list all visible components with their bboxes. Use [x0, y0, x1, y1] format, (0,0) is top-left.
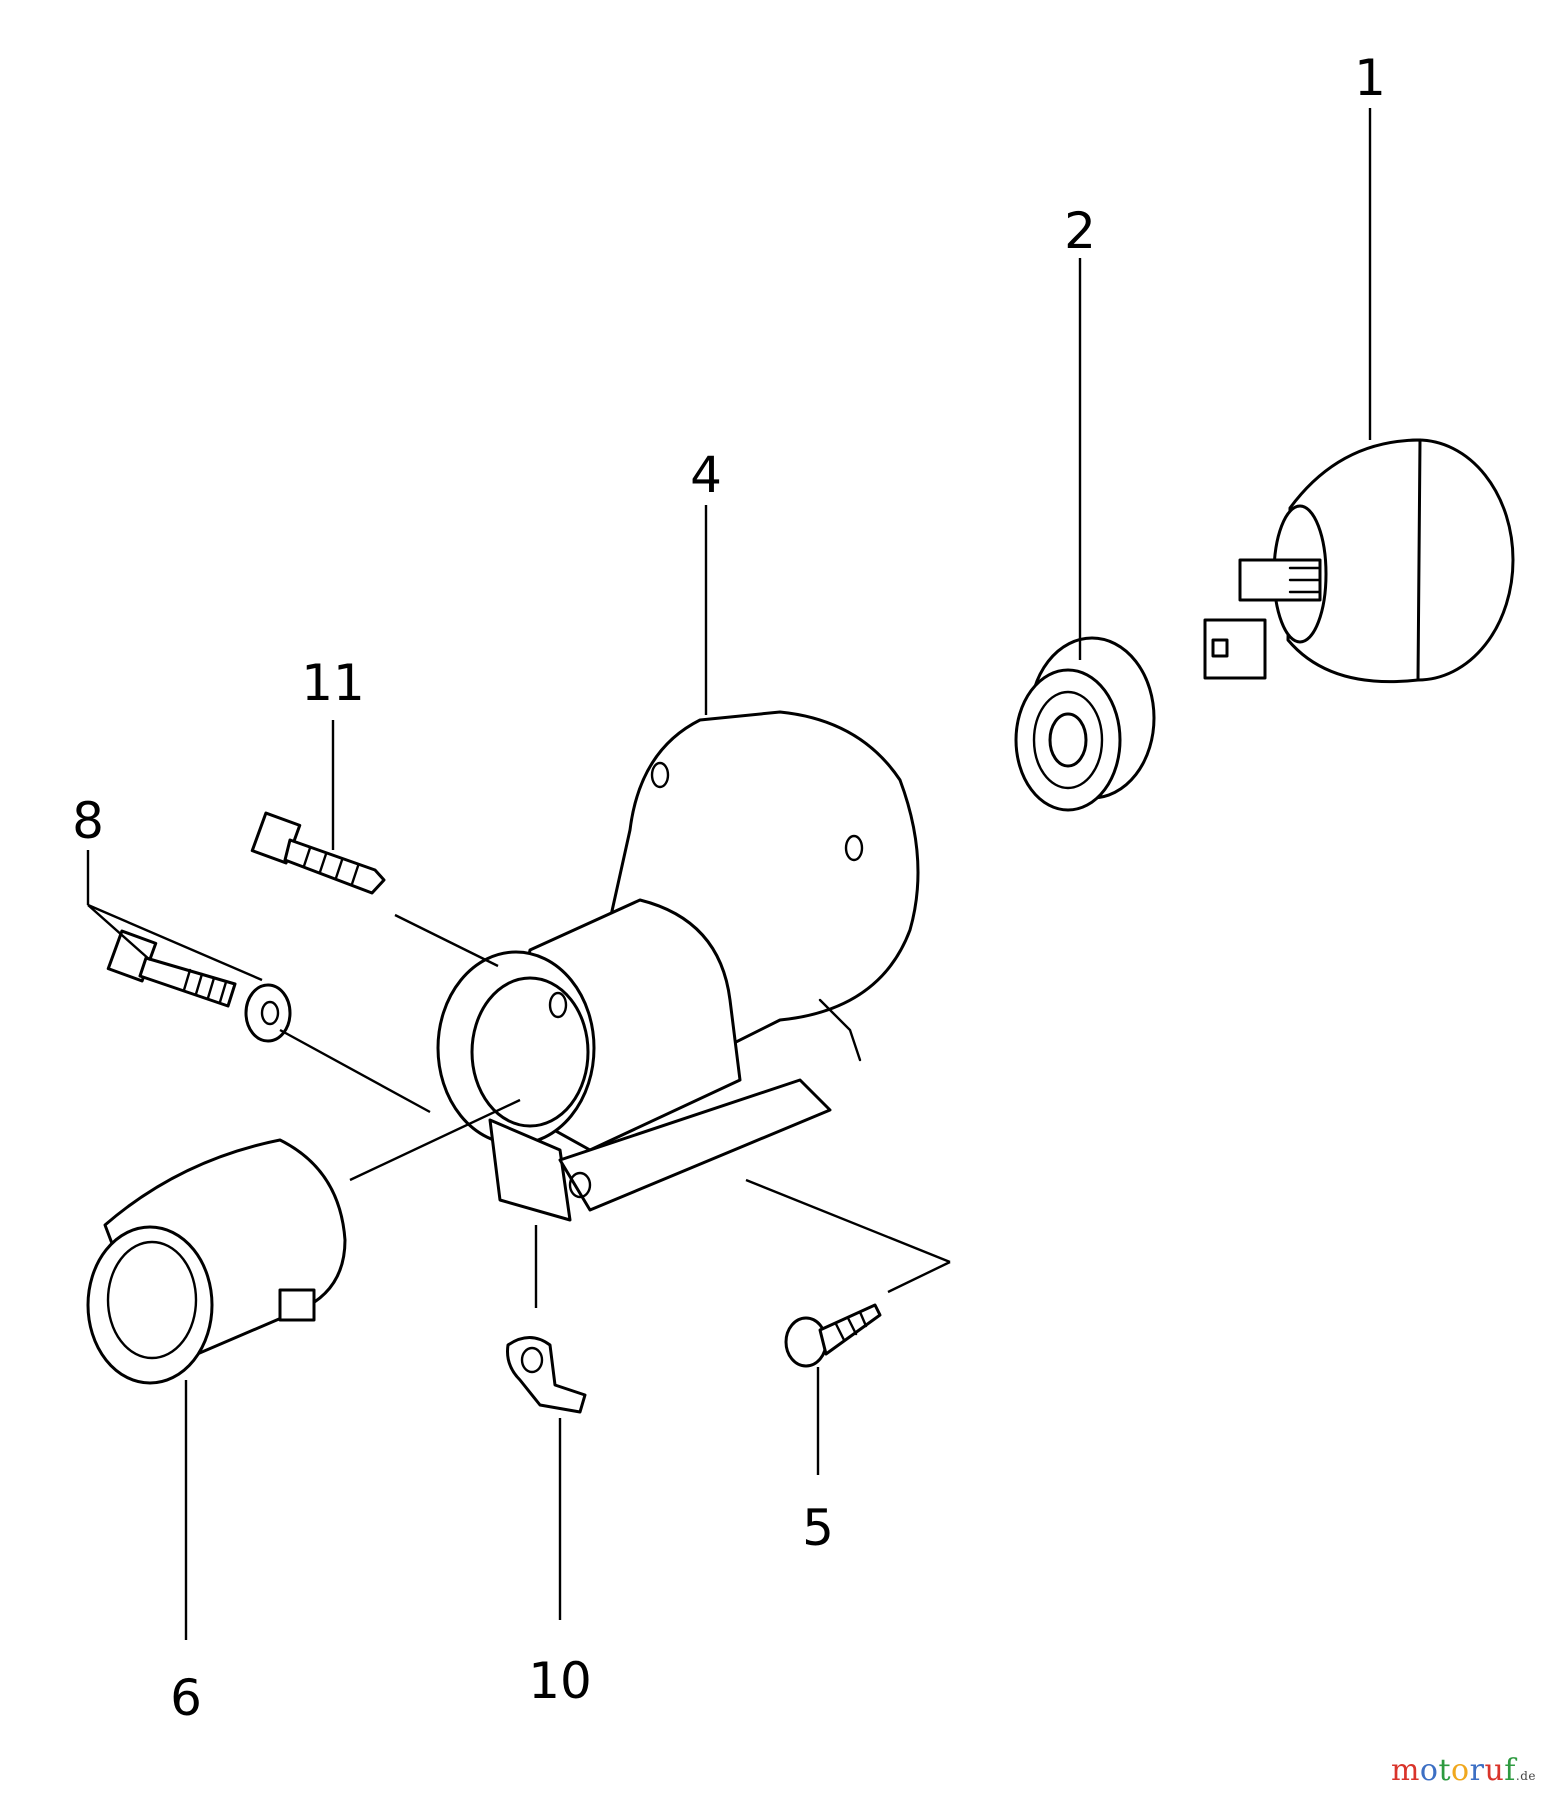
watermark-letter: f	[1504, 1753, 1516, 1788]
part-4-housing	[436, 710, 920, 1222]
watermark-letter: m	[1390, 1753, 1420, 1788]
part-10-bracket	[506, 1336, 587, 1414]
watermark-brand: motoruf	[1391, 1753, 1516, 1788]
callout-10: 10	[528, 1652, 592, 1710]
watermark-letter: o	[1419, 1753, 1439, 1788]
part-8-bolt-washer	[106, 929, 292, 1043]
watermark-logo: motoruf.de	[1391, 1753, 1536, 1788]
watermark-domain: .de	[1515, 1769, 1536, 1783]
callout-labels: 1 2 4 5 6 8 10 11	[72, 49, 1386, 1727]
part-1-clutch-drum	[1203, 438, 1515, 684]
callout-2: 2	[1064, 202, 1096, 260]
watermark-letter: o	[1451, 1753, 1470, 1788]
callout-5: 5	[802, 1499, 834, 1557]
callout-1: 1	[1354, 49, 1386, 107]
part-5-screw	[784, 1303, 882, 1368]
watermark-letter: t	[1438, 1753, 1452, 1788]
part-11-screw	[250, 811, 386, 895]
callout-4: 4	[690, 446, 722, 504]
callout-6: 6	[170, 1669, 202, 1727]
watermark-letter: r	[1469, 1753, 1485, 1788]
part-6-sleeve	[86, 1138, 347, 1385]
part-2-bearing	[1014, 636, 1156, 812]
callout-8: 8	[72, 792, 104, 850]
callout-11: 11	[301, 654, 365, 712]
watermark-letter: u	[1484, 1753, 1505, 1788]
leader-lines	[86, 108, 1372, 1640]
